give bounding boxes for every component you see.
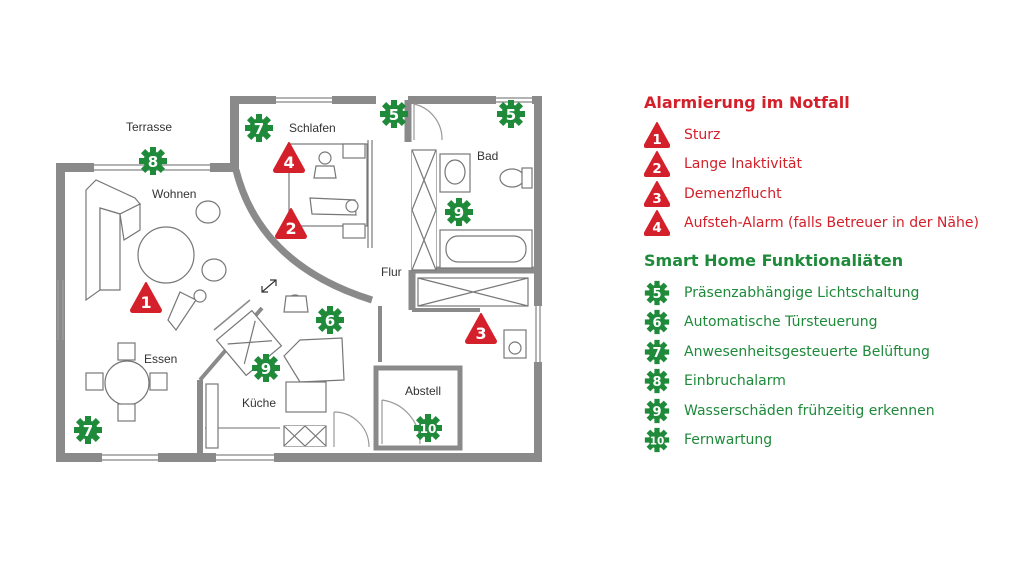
svg-text:6: 6 bbox=[652, 316, 661, 331]
smart-marker-7b: 7 bbox=[74, 416, 102, 444]
list-item: 6 Automatische Türsteuerung bbox=[644, 308, 1014, 338]
legend-label: Demenzflucht bbox=[684, 185, 782, 202]
legend-label: Fernwartung bbox=[684, 432, 773, 449]
legend-label: Wasserschäden frühzeitig erkennen bbox=[684, 402, 935, 419]
alarm-legend-list: 1 Sturz 2 Lange Inaktivität 3 Demenzfluc… bbox=[644, 120, 1014, 238]
svg-text:10: 10 bbox=[650, 436, 664, 448]
list-item: 1 Sturz bbox=[644, 120, 1014, 150]
svg-text:8: 8 bbox=[148, 153, 158, 171]
legend-label: Aufsteh-Alarm (falls Betreuer in der Näh… bbox=[684, 215, 979, 232]
alarm-legend-title: Alarmierung im Notfall bbox=[644, 93, 850, 112]
list-item: 7 Anwesenheitsgesteuerte Belüftung bbox=[644, 337, 1014, 367]
svg-text:3: 3 bbox=[652, 192, 661, 207]
smart-gear-icon: 9 bbox=[644, 398, 670, 423]
alarm-marker-1: 1 bbox=[130, 282, 162, 313]
room-label-wohnen: Wohnen bbox=[152, 187, 196, 201]
svg-text:5: 5 bbox=[389, 106, 399, 124]
windows bbox=[57, 97, 541, 461]
smart-marker-5a: 5 bbox=[380, 100, 408, 128]
room-label-abstell: Abstell bbox=[405, 384, 441, 398]
list-item: 8 Einbruchalarm bbox=[644, 367, 1014, 397]
svg-text:7: 7 bbox=[83, 422, 93, 440]
svg-text:1: 1 bbox=[140, 293, 151, 312]
svg-text:7: 7 bbox=[254, 120, 264, 138]
svg-text:2: 2 bbox=[285, 219, 296, 238]
smart-gear-icon: 6 bbox=[644, 310, 670, 335]
list-item: 3 Demenzflucht bbox=[644, 179, 1014, 209]
svg-text:8: 8 bbox=[652, 375, 661, 390]
alarm-triangle-icon: 3 bbox=[644, 180, 670, 207]
alarm-triangle-icon: 1 bbox=[644, 121, 670, 148]
furniture bbox=[85, 140, 533, 449]
svg-text:6: 6 bbox=[325, 312, 335, 330]
room-label-schlafen: Schlafen bbox=[289, 121, 336, 135]
alarm-marker-2: 2 bbox=[275, 208, 307, 239]
list-item: 4 Aufsteh-Alarm (falls Betreuer in der N… bbox=[644, 209, 1014, 239]
room-label-flur: Flur bbox=[381, 265, 402, 279]
smart-legend-list: 5 Präsenzabhängige Lichtschaltung 6 Auto… bbox=[644, 278, 1014, 455]
svg-text:5: 5 bbox=[506, 106, 516, 124]
alarm-marker-3: 3 bbox=[465, 313, 497, 344]
doors bbox=[333, 103, 443, 448]
smart-marker-9b: 9 bbox=[252, 354, 280, 382]
smart-marker-7a: 7 bbox=[245, 114, 273, 142]
svg-text:9: 9 bbox=[652, 405, 661, 420]
floor-plan: Terrasse Schlafen Wohnen Bad Flur Essen … bbox=[56, 96, 542, 462]
legend-label: Einbruchalarm bbox=[684, 373, 786, 390]
legend: Alarmierung im Notfall 1 Sturz 2 Lange I… bbox=[644, 92, 1014, 455]
list-item: 5 Präsenzabhängige Lichtschaltung bbox=[644, 278, 1014, 308]
legend-label: Automatische Türsteuerung bbox=[684, 314, 878, 331]
smart-gear-icon: 8 bbox=[644, 369, 670, 394]
legend-label: Präsenzabhängige Lichtschaltung bbox=[684, 284, 920, 301]
svg-text:5: 5 bbox=[652, 287, 661, 302]
legend-label: Lange Inaktivität bbox=[684, 156, 803, 173]
smart-marker-6: 6 bbox=[316, 306, 344, 334]
room-label-kueche: Küche bbox=[242, 396, 276, 410]
alarm-triangle-icon: 4 bbox=[644, 210, 670, 237]
legend-label: Anwesenheitsgesteuerte Belüftung bbox=[684, 343, 930, 360]
movement-arrow bbox=[261, 279, 277, 293]
svg-text:4: 4 bbox=[652, 221, 661, 236]
list-item: 10 Fernwartung bbox=[644, 426, 1014, 456]
smart-gear-icon: 5 bbox=[644, 280, 670, 305]
smart-gear-icon: 10 bbox=[644, 428, 670, 453]
svg-text:7: 7 bbox=[652, 346, 661, 361]
smart-marker-9a: 9 bbox=[445, 198, 473, 226]
svg-text:1: 1 bbox=[652, 133, 661, 148]
alarm-triangle-icon: 2 bbox=[644, 151, 670, 178]
room-label-bad: Bad bbox=[477, 149, 498, 163]
svg-text:10: 10 bbox=[420, 422, 437, 436]
room-label-essen: Essen bbox=[144, 352, 177, 366]
svg-text:4: 4 bbox=[283, 153, 294, 172]
plan-markers: 1 2 3 4 5 5 6 7 7 8 9 9 10 bbox=[74, 100, 525, 444]
svg-text:9: 9 bbox=[261, 360, 271, 378]
outer-walls bbox=[56, 96, 542, 462]
room-label-terrasse: Terrasse bbox=[126, 120, 172, 134]
room-labels: Terrasse Schlafen Wohnen Bad Flur Essen … bbox=[126, 120, 498, 410]
list-item: 9 Wasserschäden frühzeitig erkennen bbox=[644, 396, 1014, 426]
smart-gear-icon: 7 bbox=[644, 339, 670, 364]
svg-text:3: 3 bbox=[475, 324, 486, 343]
smart-marker-5b: 5 bbox=[497, 100, 525, 128]
alarm-marker-4: 4 bbox=[273, 142, 305, 173]
smart-marker-10: 10 bbox=[414, 414, 442, 442]
list-item: 2 Lange Inaktivität bbox=[644, 150, 1014, 180]
smart-legend-title: Smart Home Funktionaliäten bbox=[644, 251, 904, 270]
smart-marker-8: 8 bbox=[139, 147, 167, 175]
svg-text:2: 2 bbox=[652, 162, 661, 177]
svg-text:9: 9 bbox=[454, 204, 464, 222]
legend-label: Sturz bbox=[684, 126, 721, 143]
